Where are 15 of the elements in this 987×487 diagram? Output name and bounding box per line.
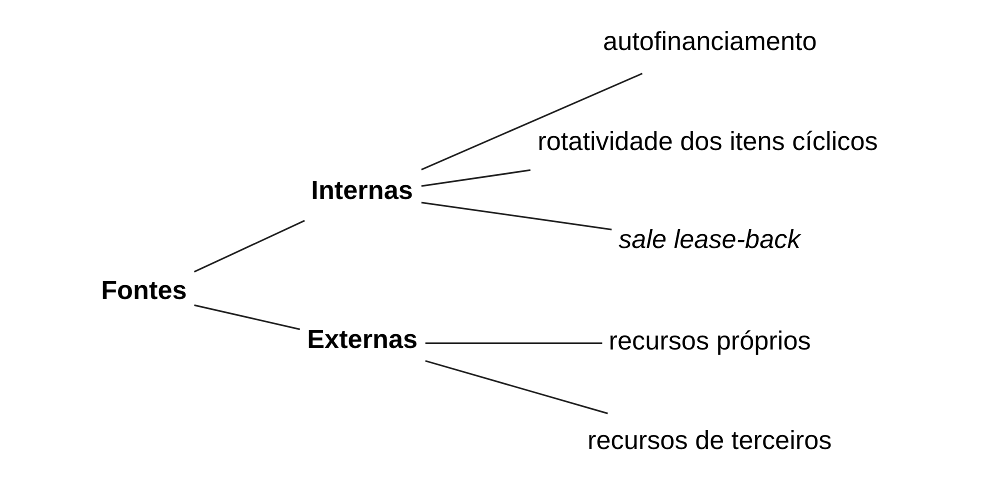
- node-text: rotatividade dos itens cíclicos: [538, 126, 878, 156]
- node-text: autofinanciamento: [603, 26, 817, 56]
- connector: [421, 202, 612, 230]
- connector: [425, 360, 608, 414]
- node-text: sale lease-back: [618, 224, 800, 254]
- connector: [194, 220, 305, 273]
- node-text: Internas: [311, 175, 413, 206]
- connector: [194, 304, 300, 330]
- node-text: Externas: [307, 324, 418, 354]
- node-text: recursos próprios: [608, 325, 811, 356]
- node-text: Fontes: [101, 274, 187, 305]
- connector: [421, 72, 643, 170]
- node-text: recursos de terceiros: [588, 425, 832, 456]
- connector: [421, 169, 531, 187]
- connector: [425, 342, 602, 344]
